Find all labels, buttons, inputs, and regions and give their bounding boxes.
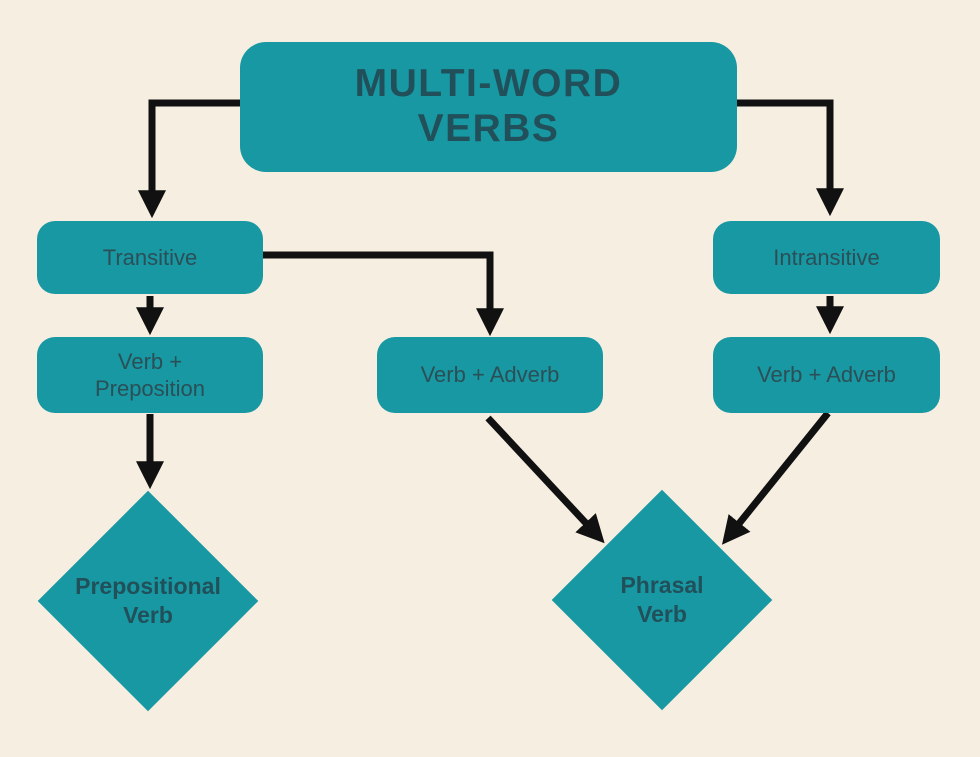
arrow-title-to-intransitive (737, 99, 844, 217)
transitive-node: Transitive (37, 221, 263, 294)
arrow-transitive-to-verb-adverb (263, 251, 504, 337)
arrow-title-to-transitive (138, 99, 240, 219)
title-node: MULTI-WORD VERBS (240, 42, 737, 172)
phrasal-verb-label: Phrasal Verb (620, 572, 704, 627)
verb-adverb-right-node: Verb + Adverb (713, 337, 940, 413)
verb-adverb-middle-node: Verb + Adverb (377, 337, 603, 413)
verb-adverb-middle-label: Verb + Adverb (420, 362, 560, 388)
transitive-label: Transitive (102, 244, 198, 270)
title-line-1: MULTI-WORD (354, 62, 623, 106)
verb-adverb-right-label: Verb + Adverb (757, 362, 896, 388)
intransitive-node: Intransitive (713, 221, 940, 294)
intransitive-label: Intransitive (773, 244, 880, 270)
title-line-2: VERBS (417, 107, 560, 150)
prepositional-verb-diamond: Prepositional Verb (37, 490, 259, 712)
verb-preposition-node: Verb + Preposition (37, 337, 263, 413)
phrasal-verb-diamond: Phrasal Verb (551, 489, 773, 711)
verb-preposition-label: Verb + Preposition (94, 348, 206, 402)
prepositional-verb-label: Prepositional Verb (75, 573, 221, 628)
